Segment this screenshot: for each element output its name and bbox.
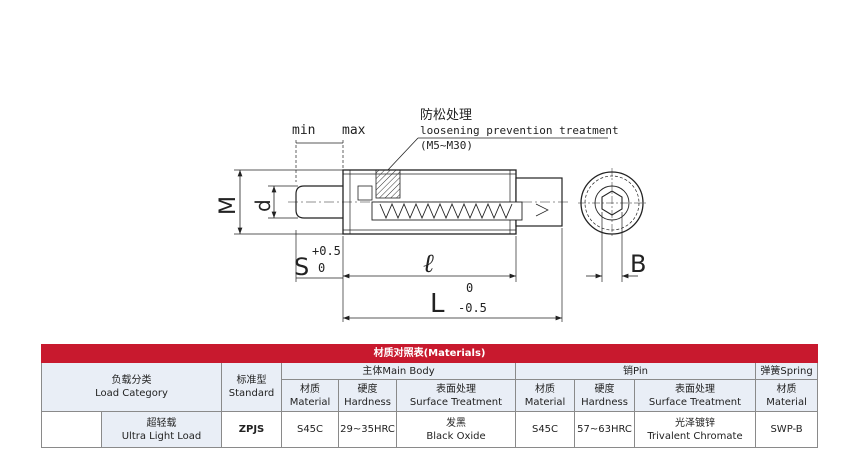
note-chinese: 防松处理 bbox=[420, 107, 472, 123]
label-L-upper: 0 bbox=[466, 281, 473, 295]
label-L-lower: -0.5 bbox=[458, 301, 487, 315]
label-M: M bbox=[216, 196, 241, 215]
label-B: B bbox=[630, 250, 646, 278]
label-S-upper: +0.5 bbox=[312, 244, 341, 258]
label-d: d bbox=[251, 199, 275, 212]
label-L: L bbox=[430, 289, 445, 319]
label-max: max bbox=[342, 123, 366, 138]
pin-hardness: 57~63HRC bbox=[574, 411, 635, 448]
spring-material: SWP-B bbox=[754, 411, 819, 448]
body-hardness: 29~35HRC bbox=[338, 411, 397, 448]
label-l: ℓ bbox=[423, 249, 434, 279]
table-title: 材质对照表(Materials) bbox=[40, 344, 819, 363]
load-group-cell bbox=[41, 411, 102, 448]
label-S-lower: 0 bbox=[318, 261, 325, 275]
body-material: S45C bbox=[281, 411, 339, 448]
note-english: loosening prevention treatment bbox=[420, 124, 619, 137]
header-main-body: 主体Main Body bbox=[281, 362, 516, 380]
product-code: ZPJS bbox=[221, 411, 282, 448]
leader-line bbox=[385, 137, 419, 173]
header-pin: 销Pin bbox=[515, 362, 756, 380]
pin-material: S45C bbox=[515, 411, 575, 448]
locking-patch bbox=[375, 169, 401, 199]
header-spring: 弹簧Spring bbox=[754, 362, 819, 380]
spring bbox=[379, 202, 513, 220]
label-S: S bbox=[294, 253, 309, 281]
label-min: min bbox=[292, 123, 315, 138]
note-range: (M5~M30) bbox=[420, 139, 473, 152]
technical-drawing: 防松处理 loosening prevention treatment (M5~… bbox=[216, 107, 646, 322]
